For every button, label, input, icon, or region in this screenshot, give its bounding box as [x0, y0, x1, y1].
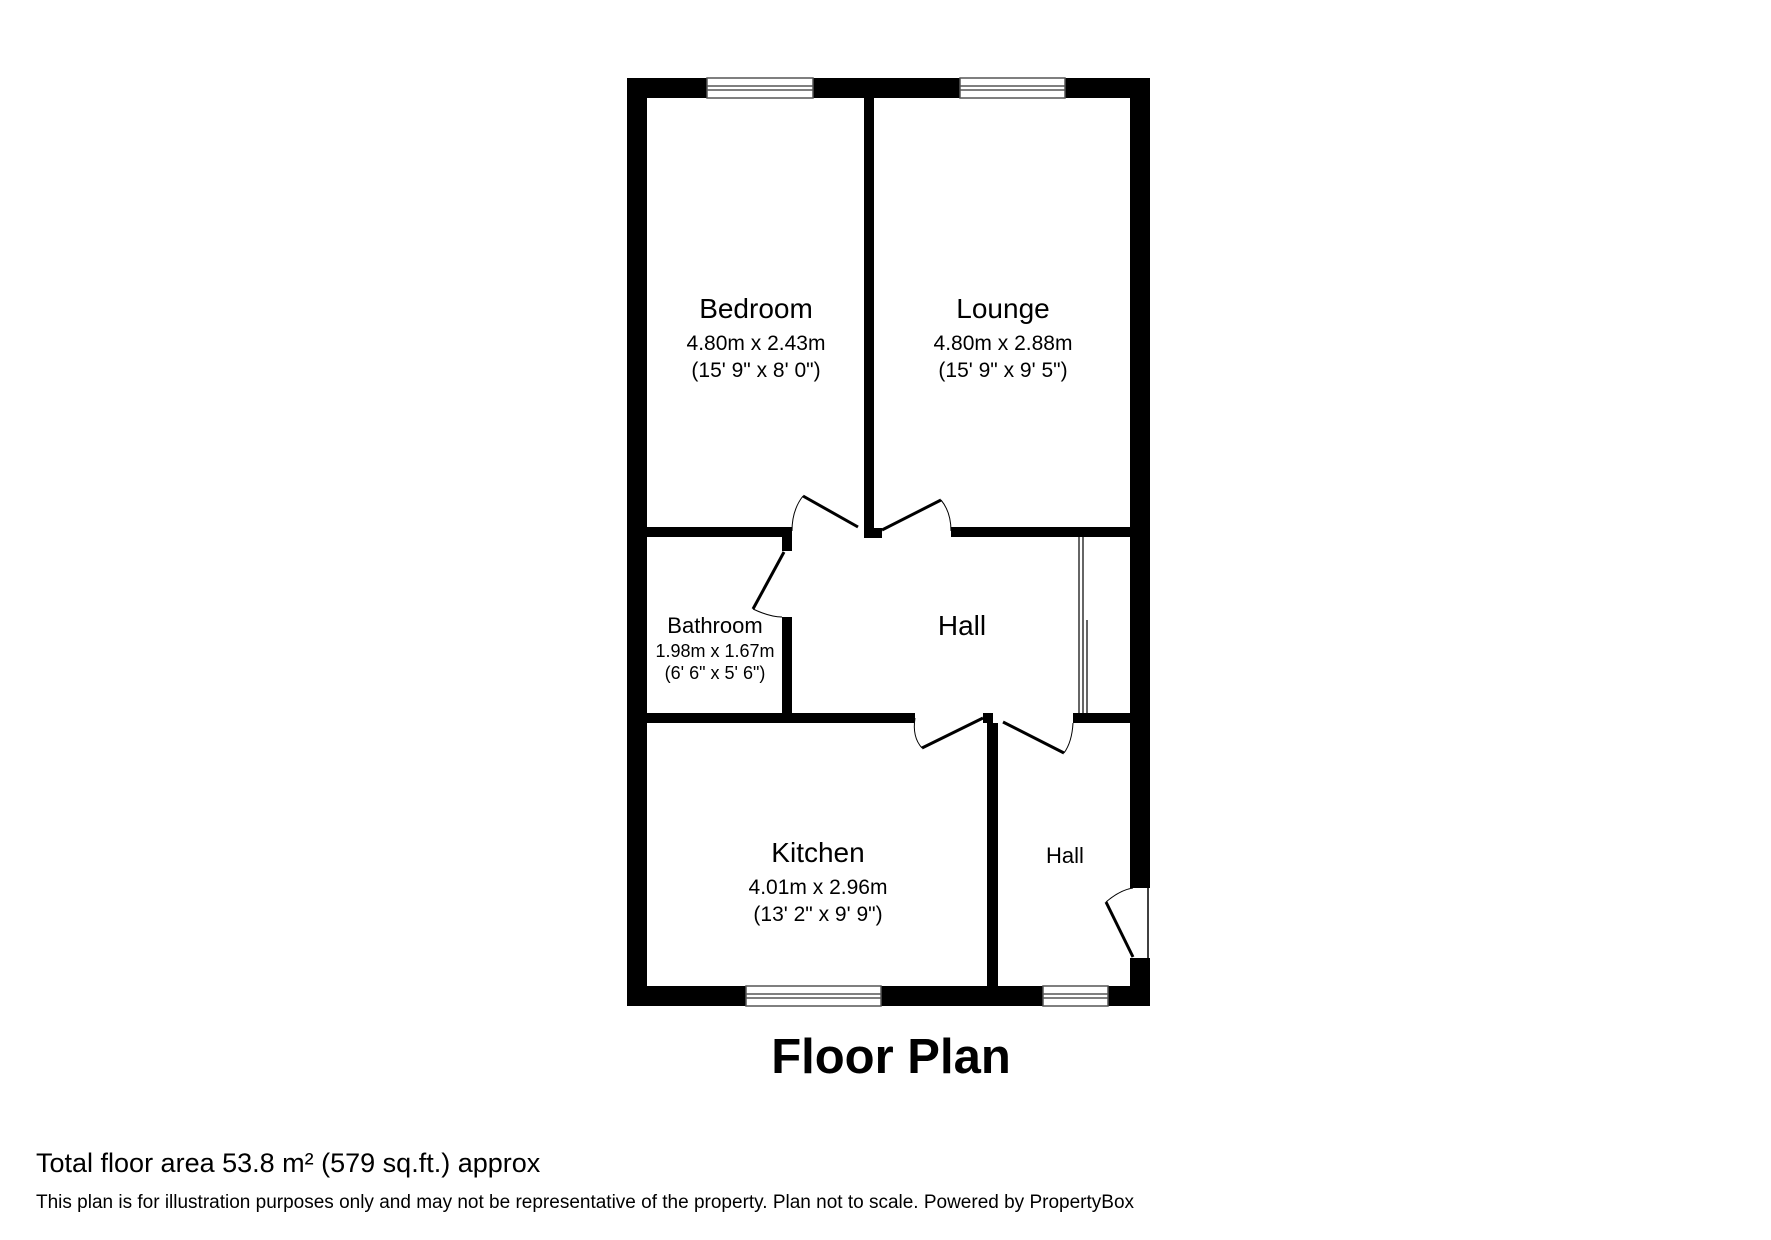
wall-lounge-hall: [951, 527, 1130, 537]
room-imperial-dimensions: (15' 9" x 9' 5"): [938, 359, 1067, 382]
door-bedroom: [791, 494, 859, 532]
door-lounge: [881, 498, 952, 532]
room-metric-dimensions: 4.80m x 2.88m: [934, 332, 1073, 355]
room-imperial-dimensions: (15' 9" x 8' 0"): [691, 359, 820, 382]
total-floor-area: Total floor area 53.8 m² (579 sq.ft.) ap…: [36, 1148, 541, 1178]
wall-kitchen-entrance: [987, 723, 998, 986]
room-name: Hall: [1046, 843, 1084, 868]
window-lounge: [959, 77, 1066, 99]
room-metric-dimensions: 4.80m x 2.43m: [687, 332, 826, 355]
wall-hall-kitchen: [983, 713, 993, 723]
door-kitchen: [913, 716, 984, 750]
room-bathroom: Bathroom 1.98m x 1.67m (6' 6" x 5' 6"): [655, 613, 774, 683]
room-kitchen: Kitchen 4.01m x 2.96m (13' 2" x 9' 9"): [749, 837, 888, 926]
room-metric-dimensions: 1.98m x 1.67m: [655, 641, 774, 661]
room-hall: Hall: [938, 610, 986, 641]
door-bathroom: [751, 551, 786, 618]
wall-bedroom-bathroom: [647, 527, 792, 537]
door-entrance-hall: [1002, 720, 1074, 755]
window-kitchen: [745, 985, 882, 1007]
room-name: Bedroom: [699, 293, 813, 324]
doors: [751, 494, 1149, 958]
room-name: Lounge: [956, 293, 1049, 324]
plan-title: Floor Plan: [771, 1030, 1011, 1084]
room-name: Kitchen: [771, 837, 864, 868]
disclaimer-text: This plan is for illustration purposes o…: [36, 1192, 1135, 1213]
room-entrance-hall: Hall: [1046, 843, 1084, 868]
wall-bedroom-lounge: [864, 98, 874, 538]
windows: [706, 77, 1109, 1007]
outer-wall-right-lower: [1130, 958, 1150, 1006]
room-imperial-dimensions: (13' 2" x 9' 9"): [753, 903, 882, 926]
window-entrance-hall: [1042, 985, 1109, 1007]
wall-bathroom-hall: [782, 617, 792, 715]
window-bedroom: [706, 77, 814, 99]
cupboard-sliding-door: [1078, 537, 1088, 713]
wall-bathroom-hall-stub: [782, 537, 792, 551]
outer-wall-right-upper: [1130, 78, 1150, 888]
door-front: [1104, 887, 1149, 958]
room-name: Bathroom: [667, 613, 762, 638]
room-name: Hall: [938, 610, 986, 641]
wall-hall-closet-bottom: [1073, 713, 1130, 723]
outer-wall-top: [627, 78, 1150, 98]
room-bedroom: Bedroom 4.80m x 2.43m (15' 9" x 8' 0"): [687, 293, 826, 382]
room-metric-dimensions: 4.01m x 2.96m: [749, 876, 888, 899]
outer-wall-left: [627, 78, 647, 1006]
wall-bathroom-kitchen: [647, 713, 915, 723]
room-lounge: Lounge 4.80m x 2.88m (15' 9" x 9' 5"): [934, 293, 1073, 382]
door-post: [864, 528, 882, 538]
room-imperial-dimensions: (6' 6" x 5' 6"): [665, 663, 766, 683]
